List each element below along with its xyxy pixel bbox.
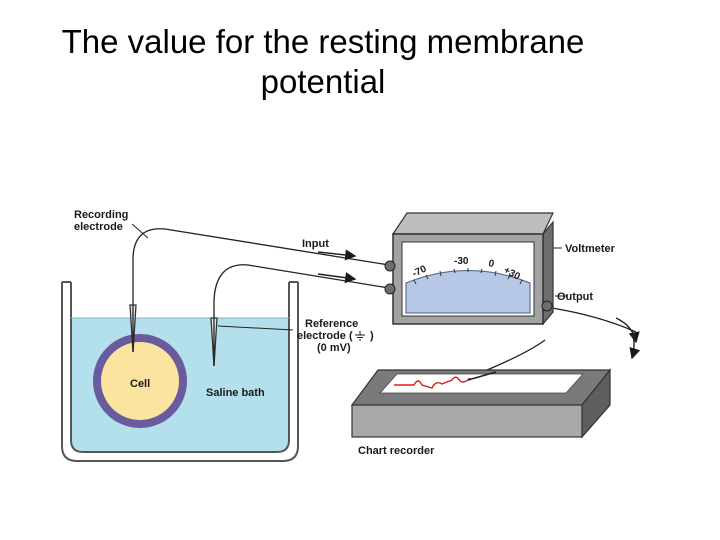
label-reference-close-paren: )	[370, 330, 374, 342]
beaker-outer-wall	[61, 282, 299, 462]
label-output: Output	[557, 291, 593, 303]
signal-arrows	[317, 249, 641, 360]
recorder-front	[351, 404, 583, 438]
voltmeter-dial	[405, 270, 531, 314]
input-arrow-2	[317, 272, 357, 284]
recorder-trace	[394, 376, 471, 389]
cell: Cell	[93, 334, 187, 428]
input-arrow-1	[317, 249, 357, 261]
recording-electrode	[129, 258, 137, 353]
voltmeter: -70 -30 0 +30	[384, 212, 554, 326]
reference-wire	[213, 264, 390, 301]
input-terminal-2	[384, 283, 396, 295]
output-arrow-2	[629, 329, 641, 360]
beaker-inner-wall	[70, 282, 290, 453]
label-input: Input	[302, 238, 329, 250]
output-wire	[551, 307, 637, 333]
output-terminal	[541, 300, 553, 312]
label-electrode: electrode	[74, 221, 123, 233]
input-terminal-1	[384, 260, 396, 272]
label-chart-recorder: Chart recorder	[358, 445, 435, 457]
title-line-2: potential	[260, 63, 386, 100]
title-line-1: The value for the resting membrane	[61, 23, 585, 60]
slide-title: The value for the resting membrane poten…	[0, 22, 646, 102]
scale-label-minus-30: -30	[454, 256, 469, 267]
labels: Recording electrode Input Voltmeter Outp…	[74, 209, 616, 457]
label-zero-mv: (0 mV)	[317, 342, 351, 354]
label-reference-electrode: electrode (	[297, 330, 353, 342]
scale-label-zero: 0	[487, 258, 495, 270]
label-recording: Recording	[74, 209, 128, 221]
cell-body	[101, 342, 179, 420]
label-saline-bath: Saline bath	[206, 387, 265, 399]
label-reference: Reference	[305, 318, 358, 330]
voltmeter-ticks	[413, 268, 523, 285]
chart-recorder	[350, 368, 612, 439]
reference-electrode	[210, 300, 218, 367]
voltmeter-top	[391, 212, 554, 235]
leader-lines	[131, 223, 568, 331]
label-voltmeter: Voltmeter	[565, 243, 616, 255]
cell-label: Cell	[130, 378, 150, 390]
recorder-pen	[467, 371, 497, 381]
ground-icon	[355, 331, 365, 341]
recording-wire	[132, 228, 390, 266]
output-arrow-1	[615, 317, 640, 344]
